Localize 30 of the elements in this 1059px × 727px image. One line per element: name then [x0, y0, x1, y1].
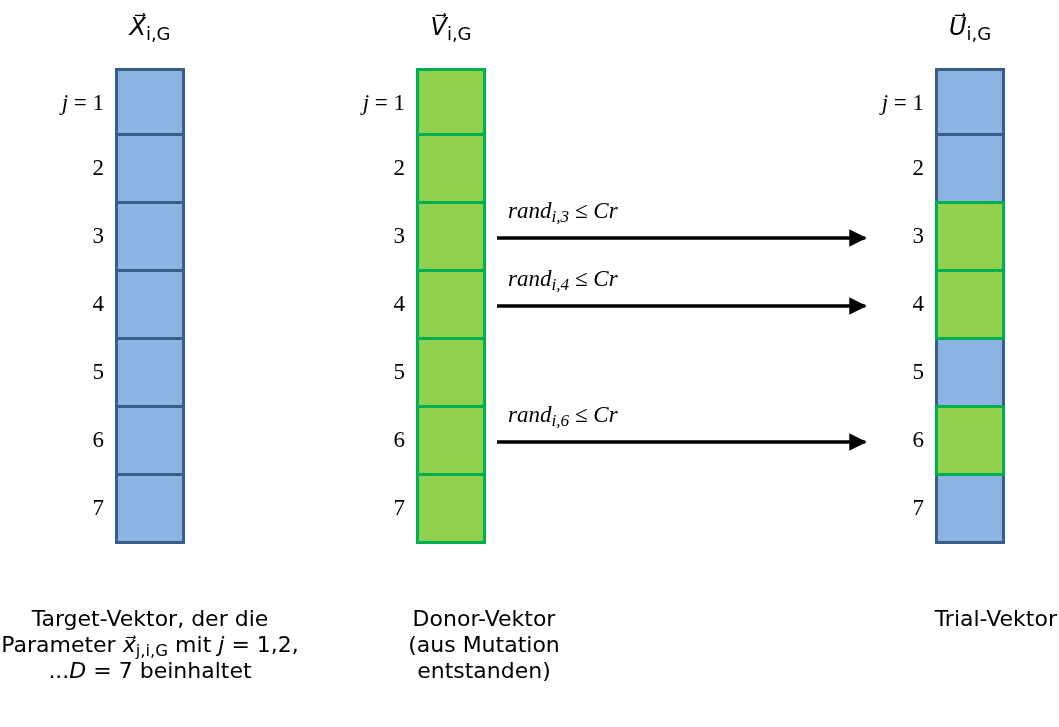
vector-caption: Target-Vektor, der die Parameter x⃗$_{j,i,G}$ mit j = 1,2, ...D = 7 beinhaltet — [0, 606, 300, 684]
row-label: 6 — [912, 428, 924, 451]
row-label: j = 1 — [362, 91, 405, 114]
edge-label: rand$_{i,4}$ ≤ Cr — [506, 267, 620, 290]
edge-label: rand$_{i,6}$ ≤ Cr — [506, 403, 620, 426]
arrow — [497, 297, 867, 315]
row-label: 5 — [912, 360, 924, 383]
row-label: 3 — [92, 224, 104, 247]
row-label: 7 — [92, 496, 104, 519]
row-label: 7 — [393, 496, 405, 519]
row-label: 2 — [393, 156, 405, 179]
row-label: 4 — [393, 292, 405, 315]
arrow — [497, 433, 867, 451]
row-label: j = 1 — [61, 91, 104, 114]
row-label: 6 — [393, 428, 405, 451]
row-label: 7 — [912, 496, 924, 519]
row-label: 2 — [92, 156, 104, 179]
vector-caption: Trial-Vektor — [934, 606, 1057, 632]
row-label: 4 — [912, 292, 924, 315]
row-label: 3 — [393, 224, 405, 247]
row-label: 5 — [92, 360, 104, 383]
row-label: 4 — [92, 292, 104, 315]
edge-label: rand$_{i,3}$ ≤ Cr — [506, 199, 620, 222]
row-label: 6 — [92, 428, 104, 451]
row-label: 3 — [912, 224, 924, 247]
row-label: 2 — [912, 156, 924, 179]
arrow — [497, 229, 867, 247]
row-label: j = 1 — [881, 91, 924, 114]
vector-caption: Donor-Vektor (aus Mutation entstanden) — [407, 606, 561, 684]
row-label: 5 — [393, 360, 405, 383]
